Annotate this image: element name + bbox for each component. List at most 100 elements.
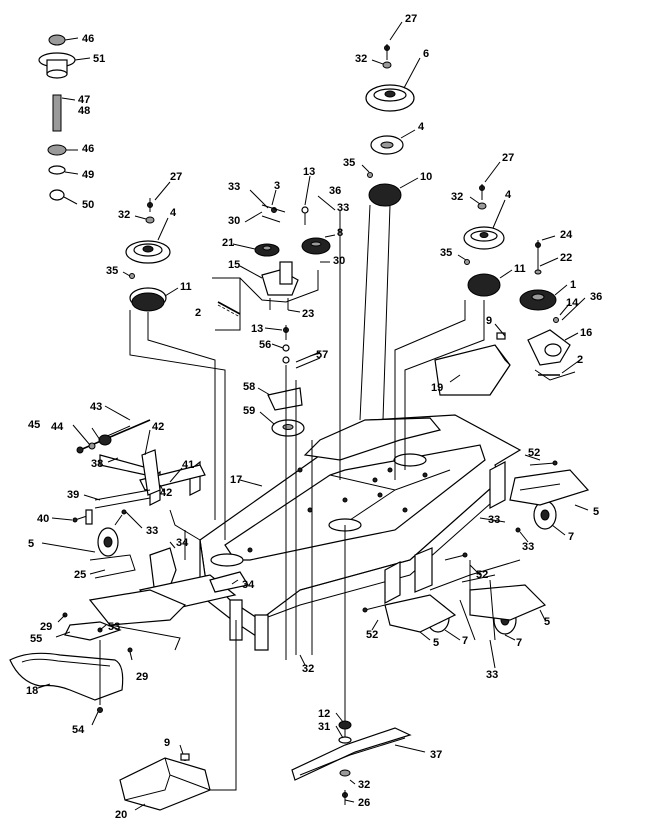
spindle-cover-bottom [119, 753, 211, 811]
callout-29-a: 29 [40, 621, 52, 633]
callout-5-left: 5 [28, 538, 34, 550]
callout-5-right-mid: 5 [544, 616, 550, 628]
right-rear-wheel-upper [509, 460, 590, 533]
callout-32-bottom: 32 [358, 779, 370, 791]
callout-38: 38 [91, 458, 103, 470]
callout-52-low: 52 [366, 629, 378, 641]
callout-43: 43 [90, 401, 102, 413]
callout-7-right-top: 7 [568, 531, 574, 543]
callout-11-left: 11 [180, 281, 192, 293]
callout-24: 24 [560, 229, 573, 241]
callout-5-low: 5 [433, 637, 439, 649]
callout-12: 12 [318, 708, 330, 720]
callout-18: 18 [26, 685, 38, 697]
callout-13-center: 13 [251, 323, 263, 335]
belt-cover-right [434, 332, 511, 396]
callout-31: 31 [318, 721, 330, 733]
callout-32-left: 32 [118, 209, 130, 221]
callout-20: 20 [115, 809, 127, 821]
cutting-blade-assembly [291, 720, 412, 805]
callout-34-a: 34 [176, 537, 189, 549]
right-spindle-assembly [394, 184, 505, 480]
callout-4-center: 4 [418, 121, 425, 133]
center-bracket-parts [267, 325, 321, 660]
callout-33-left: 33 [146, 525, 158, 537]
callout-45: 45 [28, 419, 40, 431]
callout-4-right: 4 [505, 189, 512, 201]
idler-pulley-assembly [212, 204, 331, 331]
callout-52-top: 52 [528, 447, 540, 459]
callout-51: 51 [93, 53, 105, 65]
callout-42-a: 42 [152, 421, 164, 433]
callout-16: 16 [580, 327, 592, 339]
part-callouts: 46 51 47 48 46 49 50 27 32 6 4 35 10 27 … [26, 13, 602, 821]
callout-30-b: 30 [333, 255, 345, 267]
left-front-wheel [89, 509, 136, 579]
callout-29-b: 29 [136, 671, 148, 683]
left-spindle-assembly [125, 198, 226, 540]
callout-9-bottom: 9 [164, 737, 170, 749]
callout-9-right: 9 [486, 315, 492, 327]
callout-33-low: 33 [486, 669, 498, 681]
callout-15: 15 [228, 259, 240, 271]
callout-7-right: 7 [516, 637, 522, 649]
callout-13-idler: 13 [303, 166, 315, 178]
callout-25: 25 [74, 569, 86, 581]
callout-17: 17 [230, 474, 242, 486]
deck-housing [149, 414, 522, 651]
callout-5-right-top: 5 [593, 506, 599, 518]
spindle-parts-column [38, 34, 76, 201]
callout-33-right: 33 [488, 514, 500, 526]
callout-19: 19 [431, 382, 443, 394]
right-rear-wheels-lower [362, 552, 547, 641]
callout-41: 41 [182, 459, 194, 471]
callout-30-a: 30 [228, 215, 240, 227]
callout-59: 59 [243, 405, 255, 417]
callout-46-b: 46 [82, 143, 94, 155]
right-idler-bracket [519, 240, 576, 381]
callout-6: 6 [423, 48, 429, 60]
callout-23: 23 [302, 308, 314, 320]
leader-lines [37, 21, 589, 811]
callout-50: 50 [82, 199, 94, 211]
callout-46-a: 46 [82, 33, 94, 45]
callout-52-mid: 52 [476, 569, 488, 581]
callout-35-center: 35 [343, 157, 355, 169]
callout-32-center: 32 [355, 53, 367, 65]
callout-36-idler: 36 [329, 185, 341, 197]
callout-21: 21 [222, 237, 234, 249]
callout-33-right-b: 33 [522, 541, 534, 553]
callout-34-b: 34 [242, 579, 255, 591]
callout-37: 37 [430, 749, 442, 761]
callout-7-mid: 7 [462, 635, 468, 647]
callout-22: 22 [560, 252, 572, 264]
callout-10: 10 [420, 171, 432, 183]
callout-58: 58 [243, 381, 255, 393]
callout-55: 55 [30, 633, 42, 645]
callout-27-left: 27 [170, 171, 182, 183]
callout-39: 39 [67, 489, 79, 501]
callout-26: 26 [358, 797, 370, 809]
callout-40: 40 [37, 513, 49, 525]
callout-57: 57 [316, 349, 328, 361]
callout-35-left: 35 [106, 265, 118, 277]
callout-33-idler: 33 [228, 181, 240, 193]
callout-56: 56 [259, 339, 271, 351]
callout-27-center: 27 [405, 13, 417, 25]
callout-49: 49 [82, 169, 94, 181]
callout-32-right: 32 [451, 191, 463, 203]
callout-2-right: 2 [577, 354, 583, 366]
callout-2-left: 2 [195, 307, 201, 319]
callout-36-right: 36 [590, 291, 602, 303]
callout-14: 14 [566, 297, 579, 309]
callout-27-right: 27 [502, 152, 514, 164]
center-spindle-assembly [339, 44, 415, 740]
callout-11-right: 11 [514, 263, 526, 275]
left-deck-blade-parts [88, 530, 249, 651]
callout-35-right: 35 [440, 247, 452, 259]
callout-33-top: 33 [337, 202, 349, 214]
callout-1: 1 [570, 279, 576, 291]
callout-42-b: 42 [160, 487, 172, 499]
callout-53: 53 [108, 621, 120, 633]
